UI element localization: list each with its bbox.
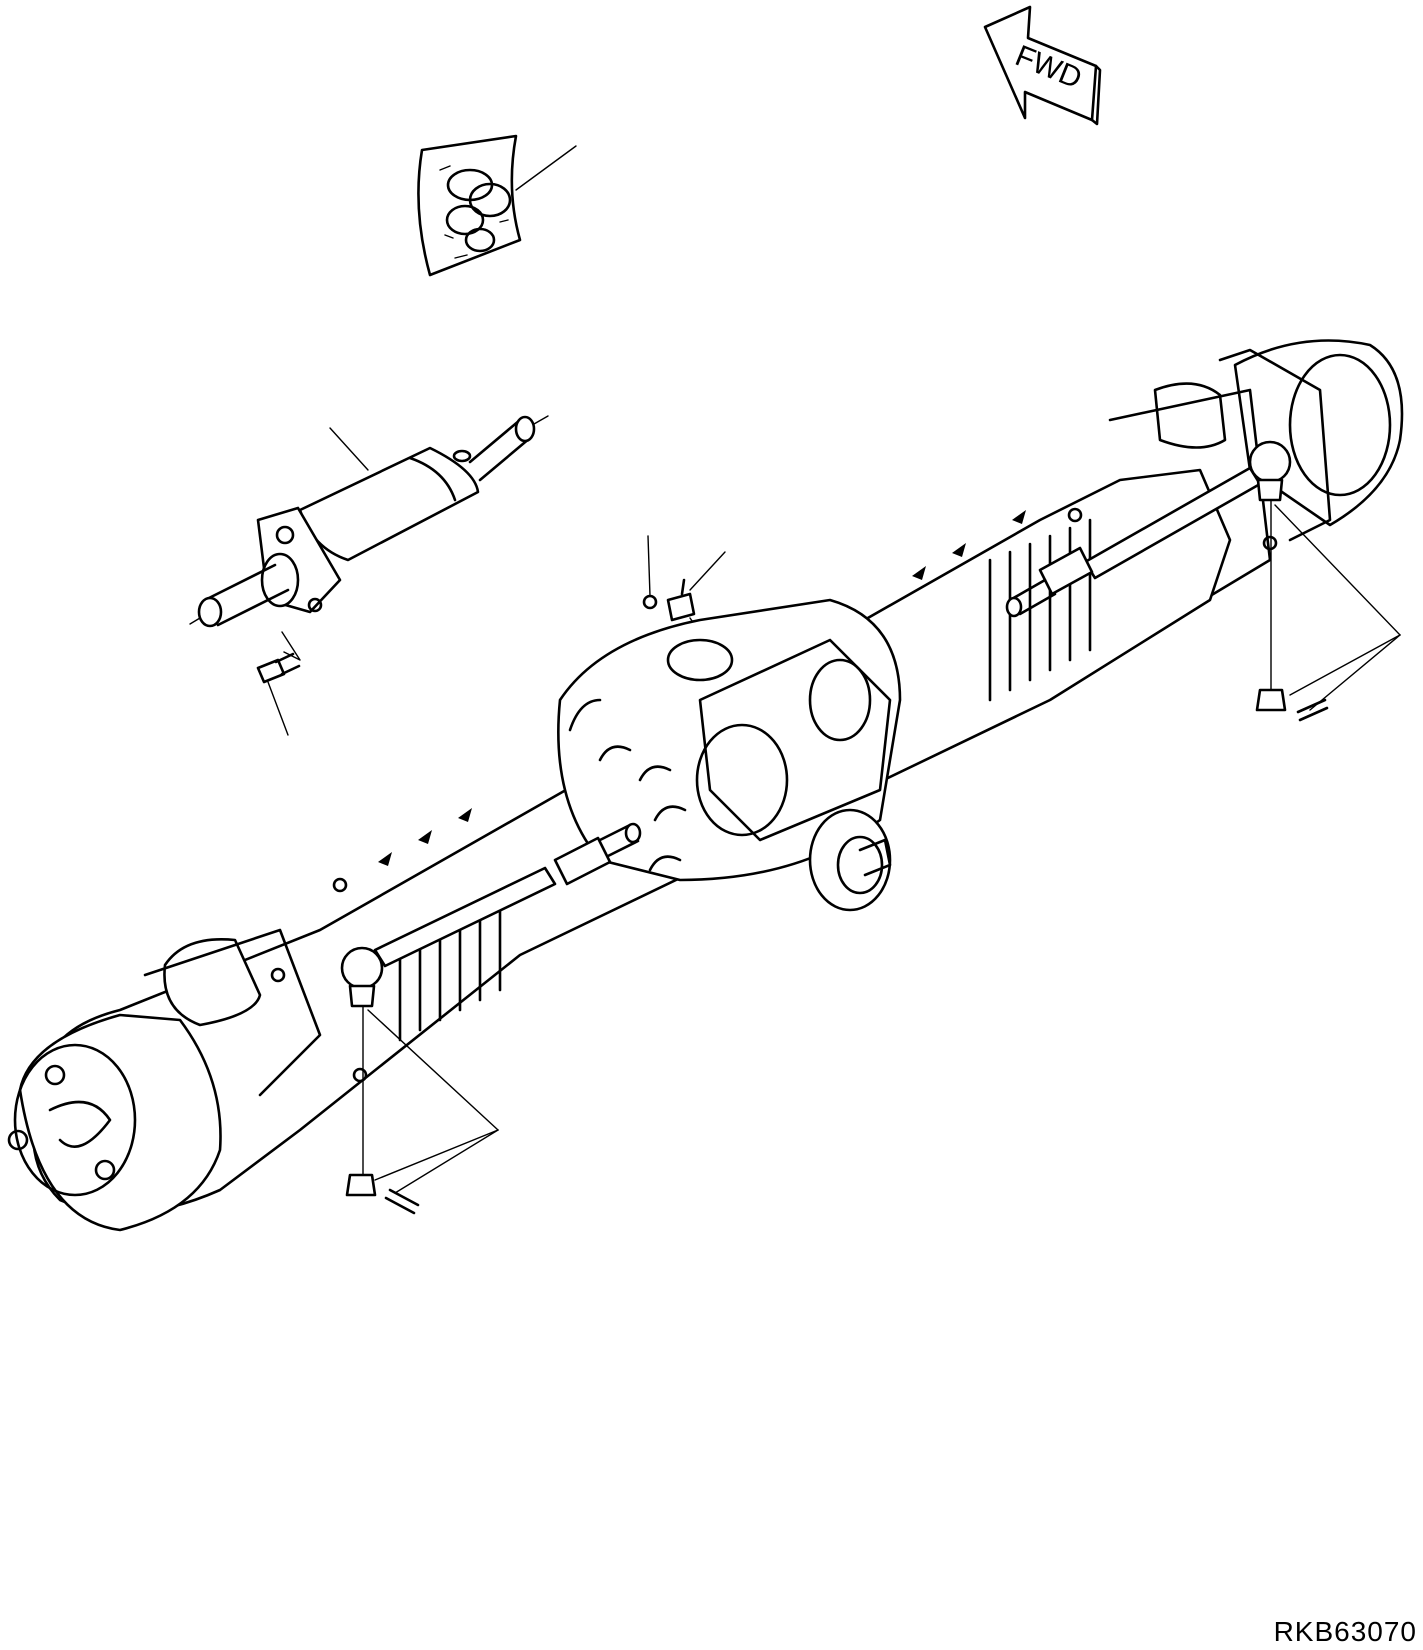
- leader-line: [394, 1129, 499, 1194]
- leader-line: [1289, 634, 1401, 696]
- leader-line: [1274, 504, 1401, 636]
- leader-line: [367, 1009, 499, 1131]
- tie-rod-right: [1005, 440, 1401, 722]
- drawing-number: RKB63070: [1273, 1616, 1417, 1647]
- mounting-bolt: [256, 631, 301, 736]
- leader-line: [1309, 634, 1401, 711]
- tie-rod-left: [340, 822, 642, 1215]
- leader-line: [647, 535, 651, 597]
- leader-line: [515, 145, 577, 191]
- leader-line: [374, 1129, 499, 1181]
- leader-line: [267, 681, 289, 736]
- grease-fittings: [642, 535, 743, 693]
- seal-kit-bag: [417, 134, 577, 277]
- steering-cylinder: [189, 415, 549, 628]
- leader-line: [689, 551, 726, 591]
- leader-line: [329, 427, 369, 471]
- forward-direction-arrow: FWD: [983, 5, 1102, 126]
- axle-housing: [7, 339, 1404, 1232]
